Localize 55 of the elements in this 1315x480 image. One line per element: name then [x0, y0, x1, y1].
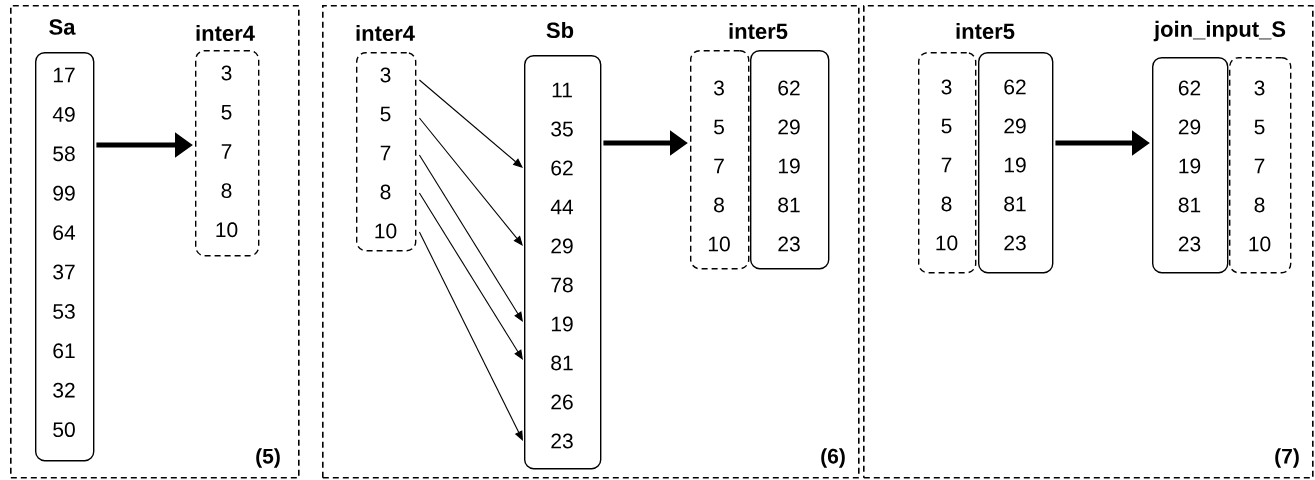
node-label: 64	[53, 225, 76, 241]
step-number: (5)	[256, 448, 280, 468]
node-label: 26	[551, 394, 573, 410]
list-box: 62 29 19 81 23	[978, 52, 1054, 274]
list-box: 62 29 19 81 23	[1152, 57, 1229, 274]
node-label: 58	[53, 146, 75, 162]
list-box: 11 35 62 44 29 78 19 81 26 23	[524, 55, 602, 470]
node-label: 50	[53, 422, 75, 438]
column-heading: inter5	[729, 22, 788, 40]
node-label: 3	[221, 65, 232, 81]
column-heading: inter4	[196, 24, 255, 42]
list-box: 3 5 7 8 10	[918, 52, 977, 274]
node-label: 78	[551, 277, 573, 293]
node-label: 7	[380, 145, 391, 161]
node-label: 7	[221, 144, 232, 159]
node-label: 23	[551, 433, 573, 449]
node-label: 17	[53, 67, 75, 83]
node-label: 10	[216, 222, 238, 238]
node-label: 29	[551, 238, 573, 254]
node-label: 10	[375, 223, 397, 239]
node-label: 19	[551, 316, 573, 332]
arrow	[418, 79, 523, 168]
column-heading: Sb	[546, 21, 574, 39]
arrow	[418, 192, 523, 360]
node-label: 5	[380, 106, 391, 122]
node-label: 44	[550, 199, 574, 215]
node-label: 49	[52, 106, 75, 122]
list-box: 62 29 19 81 23	[750, 50, 830, 270]
node-label: 62	[551, 160, 573, 176]
node-label: 11	[552, 82, 572, 98]
node-label: 8	[221, 183, 232, 199]
step-number: (7)	[1275, 448, 1299, 468]
node-label: 3	[380, 67, 391, 83]
node-label: 99	[53, 185, 75, 201]
node-label: 37	[53, 264, 75, 280]
arrow	[418, 117, 523, 246]
node-label: 32	[53, 382, 75, 398]
node-label: 53	[53, 303, 75, 319]
column-heading: Sa	[49, 19, 76, 35]
node-label: 35	[551, 121, 573, 137]
list-box: 3 5 7 8 10	[195, 50, 260, 257]
node-label: 81	[551, 355, 573, 371]
arrow	[418, 231, 523, 441]
list-box: 17 49 58 99 64 37 53 61 32 50	[35, 52, 95, 462]
arrow	[418, 154, 523, 322]
list-box: 3 5 7 8 10	[1229, 57, 1292, 274]
node-label: 8	[380, 184, 391, 200]
list-box: 3 5 7 8 10	[356, 52, 417, 252]
column-heading: inter4	[356, 24, 415, 42]
node-label: 61	[53, 343, 75, 359]
list-box: 3 5 7 8 10	[690, 50, 750, 270]
node-label: 5	[221, 104, 232, 120]
column-heading: inter5	[956, 22, 1015, 40]
step-number: (6)	[821, 448, 845, 468]
column-heading: join_input_S	[1153, 20, 1286, 42]
